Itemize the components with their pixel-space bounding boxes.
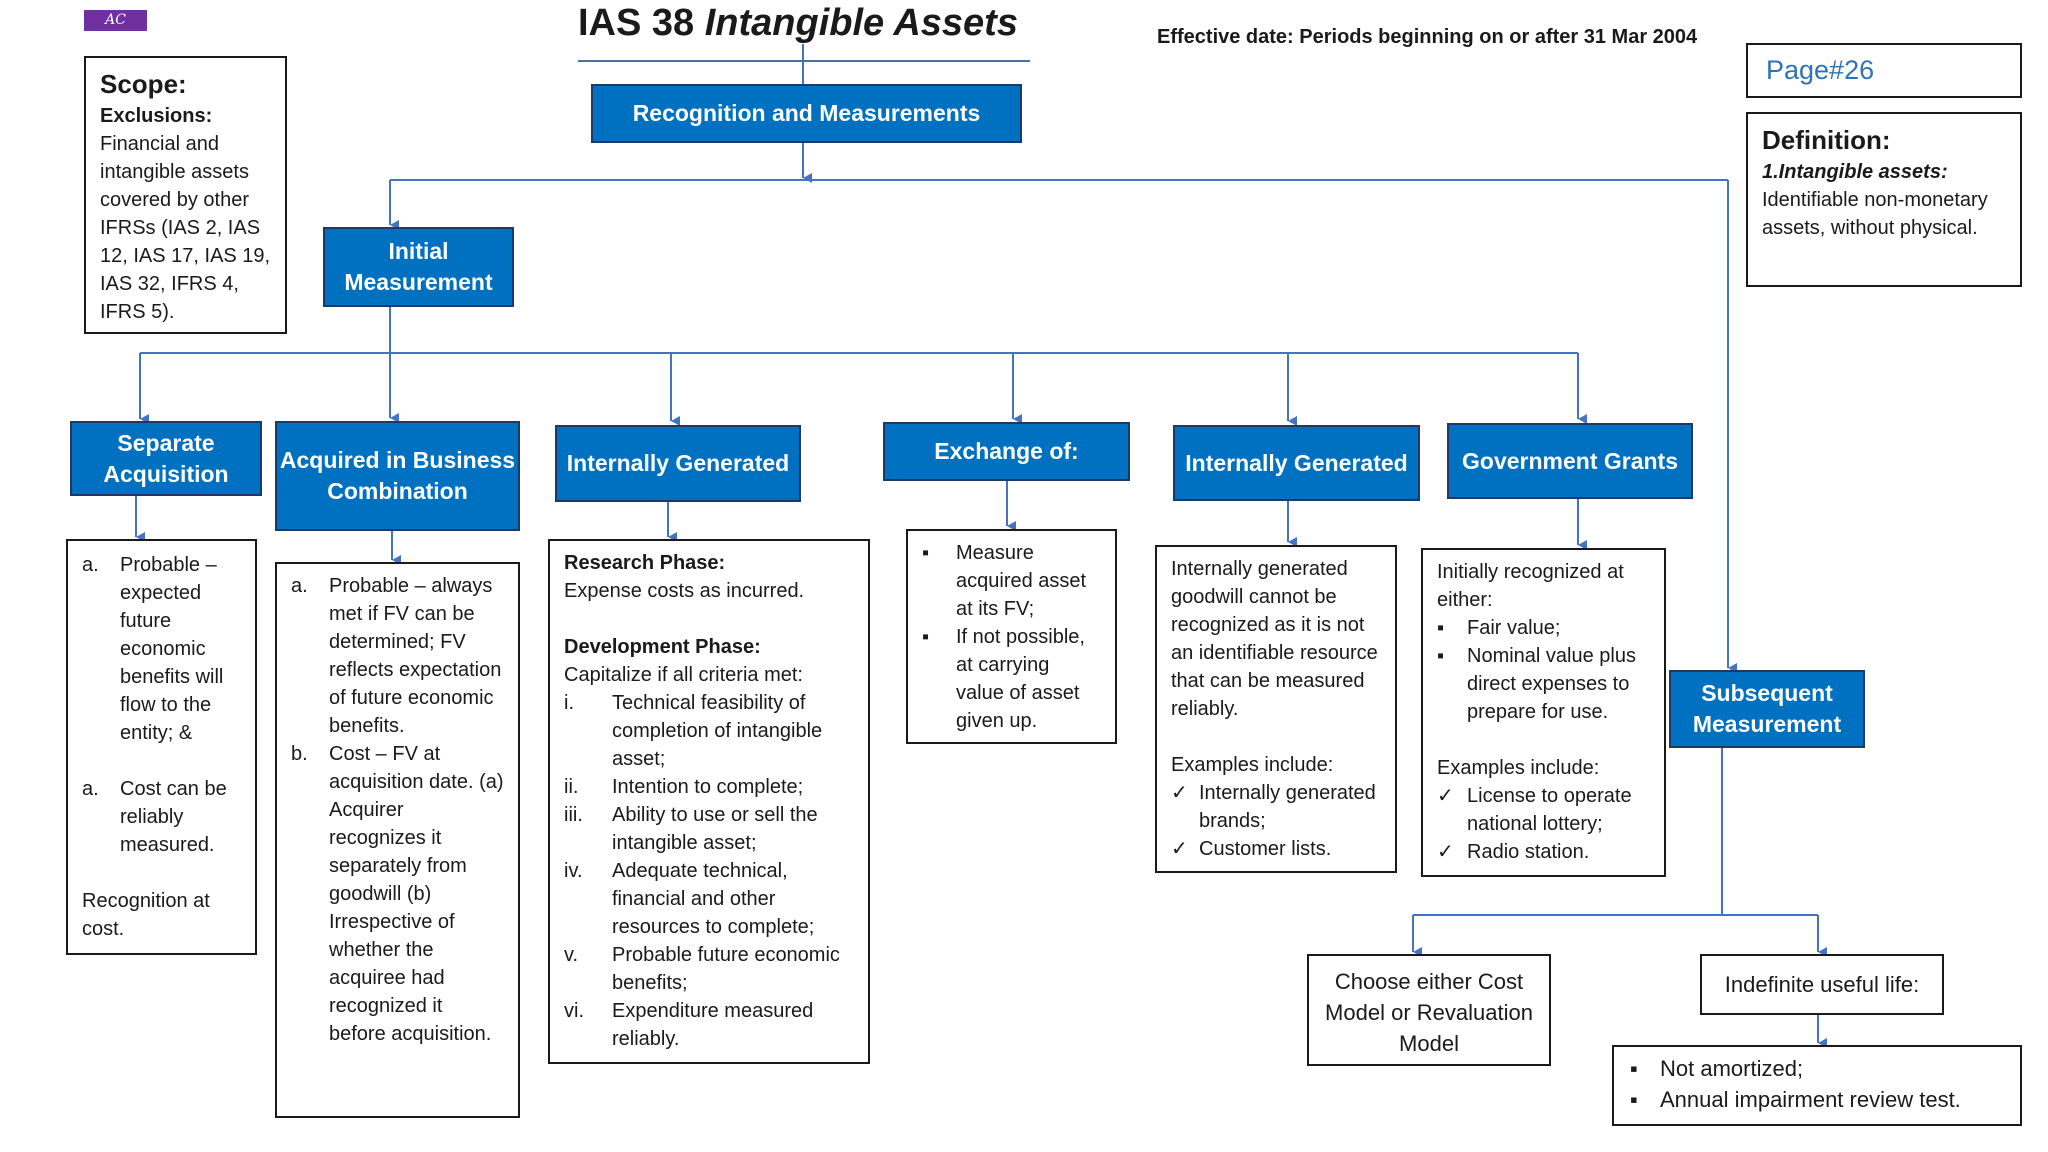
exchange-box: ▪Measure acquired asset at its FV; ▪If n… bbox=[906, 529, 1117, 744]
list-item: ▪Nominal value plus direct expenses to p… bbox=[1437, 645, 1636, 723]
government-grants-node: Government Grants bbox=[1447, 423, 1693, 499]
list-item: i.Technical feasibility of completion of… bbox=[564, 692, 823, 770]
scope-subheading: Exclusions: bbox=[100, 105, 213, 127]
grants-examples-heading: Examples include: bbox=[1437, 757, 1600, 779]
grants-intro: Initially recognized at either: bbox=[1437, 561, 1624, 611]
goodwill-examples-heading: Examples include: bbox=[1171, 754, 1334, 776]
page-number: Page#26 bbox=[1746, 43, 2022, 98]
list-item: ▪Not amortized; bbox=[1630, 1056, 1804, 1081]
list-item: vi.Expenditure measured reliably. bbox=[564, 1000, 814, 1050]
list-item: iv.Adequate technical, financial and oth… bbox=[564, 860, 815, 938]
scope-box: Scope: Exclusions: Financial and intangi… bbox=[84, 56, 287, 334]
list-item: ▪Annual impairment review test. bbox=[1630, 1087, 1961, 1112]
list-item: iii.Ability to use or sell the intangibl… bbox=[564, 804, 818, 854]
scope-body: Financial and intangible assets covered … bbox=[100, 133, 271, 323]
subsequent-measurement-node: Subsequent Measurement bbox=[1669, 670, 1865, 748]
list-item: ✓Customer lists. bbox=[1171, 838, 1332, 860]
list-item: ▪Fair value; bbox=[1437, 617, 1561, 639]
internally-generated-node-2: Internally Generated bbox=[1173, 425, 1420, 501]
effective-date: Effective date: Periods beginning on or … bbox=[1157, 26, 1698, 48]
definition-body: Identifiable non-monetary assets, withou… bbox=[1762, 189, 1988, 239]
research-development-box: Research Phase: Expense costs as incurre… bbox=[548, 539, 870, 1064]
list-item: b.Cost – FV at acquisition date. (a) Acq… bbox=[291, 743, 504, 1045]
page-title: IAS 38 Intangible Assets bbox=[578, 2, 1018, 44]
list-item: a.Probable – expected future economic be… bbox=[82, 554, 224, 744]
development-intro: Capitalize if all criteria met: bbox=[564, 664, 803, 686]
list-item: ii.Intention to complete; bbox=[564, 776, 804, 798]
indefinite-life-box: Indefinite useful life: bbox=[1700, 954, 1944, 1015]
definition-term: 1.Intangible assets: bbox=[1762, 161, 1948, 183]
model-box: Choose either Cost Model or Revaluation … bbox=[1307, 954, 1551, 1066]
definition-heading: Definition: bbox=[1762, 125, 1891, 155]
separate-footer: Recognition at cost. bbox=[82, 890, 210, 940]
separate-acquisition-box: a.Probable – expected future economic be… bbox=[66, 539, 257, 955]
list-item: ✓Internally generated brands; bbox=[1171, 782, 1376, 832]
internally-generated-node-1: Internally Generated bbox=[555, 425, 801, 502]
research-text: Expense costs as incurred. bbox=[564, 580, 805, 602]
grants-box: Initially recognized at either: ▪Fair va… bbox=[1421, 548, 1666, 877]
business-combination-node: Acquired in Business Combination bbox=[275, 421, 520, 531]
list-item: v.Probable future economic benefits; bbox=[564, 944, 840, 994]
goodwill-text: Internally generated goodwill cannot be … bbox=[1171, 558, 1378, 720]
initial-measurement-node: Initial Measurement bbox=[323, 227, 514, 307]
separate-acquisition-node: Separate Acquisition bbox=[70, 421, 262, 496]
list-item: ▪If not possible, at carrying value of a… bbox=[922, 626, 1085, 732]
list-item: a.Probable – always met if FV can be det… bbox=[291, 575, 502, 737]
scope-heading: Scope: bbox=[100, 69, 187, 99]
title-underline bbox=[578, 60, 1030, 62]
definition-box: Definition: 1.Intangible assets: Identif… bbox=[1746, 112, 2022, 287]
logo: AC bbox=[84, 10, 147, 31]
list-item: ✓License to operate national lottery; bbox=[1437, 785, 1632, 835]
root-node: Recognition and Measurements bbox=[591, 84, 1022, 143]
list-item: ▪Measure acquired asset at its FV; bbox=[922, 542, 1087, 620]
list-item: ✓Radio station. bbox=[1437, 841, 1590, 863]
development-heading: Development Phase: bbox=[564, 636, 761, 658]
business-combination-box: a.Probable – always met if FV can be det… bbox=[275, 562, 520, 1118]
list-item: a.Cost can be reliably measured. bbox=[82, 778, 227, 856]
exchange-node: Exchange of: bbox=[883, 422, 1130, 481]
research-heading: Research Phase: bbox=[564, 552, 726, 574]
amortization-box: ▪Not amortized; ▪Annual impairment revie… bbox=[1612, 1045, 2022, 1126]
goodwill-box: Internally generated goodwill cannot be … bbox=[1155, 545, 1397, 873]
